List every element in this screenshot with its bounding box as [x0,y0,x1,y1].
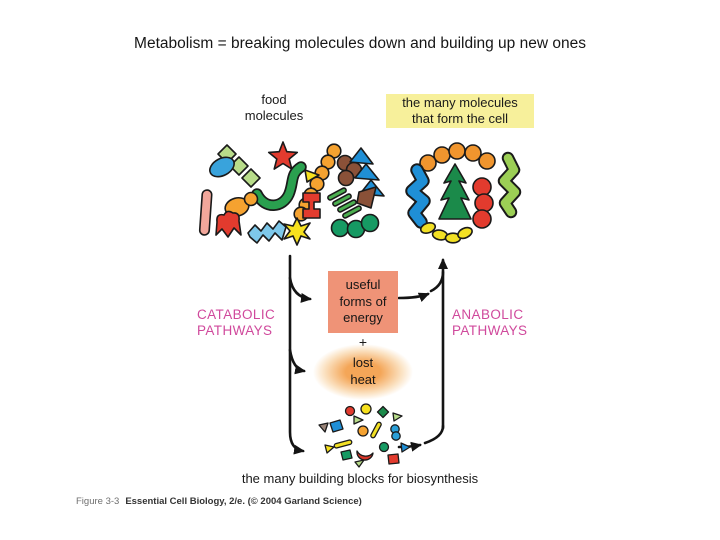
blocks-to-anabolic-arrow [397,441,422,452]
building-blocks-cluster [318,403,411,468]
blocks-to-anabolic-connector [423,424,445,445]
cell-molecules-cluster [405,142,522,244]
catabolic-energy-arrow [288,276,312,303]
plus-sign: + [358,334,368,350]
building-blocks-label: the many building blocks for biosynthesi… [241,471,479,486]
building-block-shapes [318,403,411,468]
food-molecules-cluster [198,141,385,246]
useful-energy-box: useful forms of energy [328,271,398,333]
cell-molecules-label: the many molecules that form the cell [386,94,534,128]
lost-heat-ellipse: lost heat [313,344,413,400]
figure-number: Figure 3-3 [76,496,120,507]
figure-caption: Figure 3-3 Essential Cell Biology, 2/e. (… [76,496,362,507]
slide-title: Metabolism = breaking molecules down and… [134,35,586,52]
figure-source: Essential Cell Biology, 2/e. (© 2004 Gar… [125,496,362,507]
catabolic-main-arrow [288,254,305,455]
energy-to-anabolic-arrow [397,292,430,302]
catabolic-heat-arrow [288,348,306,375]
energy-to-anabolic-connector [429,270,445,293]
anabolic-pathways-label: ANABOLIC PATHWAYS [452,307,528,338]
molecule-shapes [198,141,385,246]
catabolic-pathways-label: CATABOLIC PATHWAYS [197,307,276,338]
food-molecules-label: food molecules [244,92,304,124]
polymer-shapes [405,142,522,244]
